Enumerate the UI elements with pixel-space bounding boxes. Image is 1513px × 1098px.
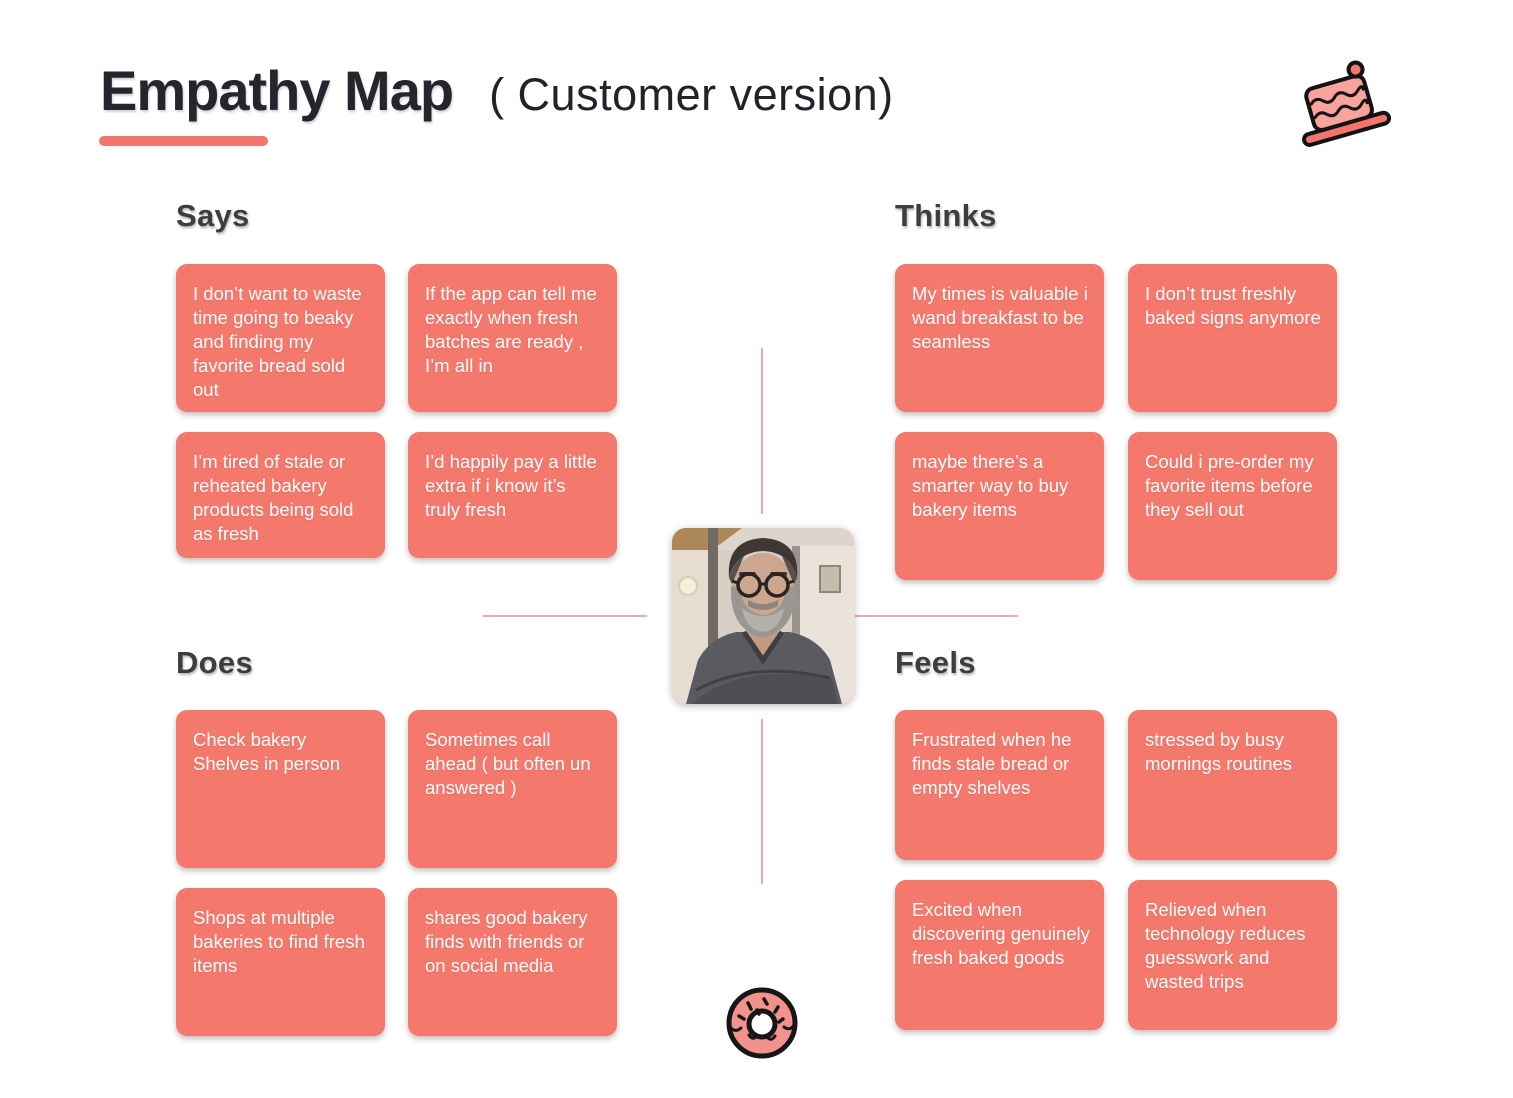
sticky-note-thinks-2: I don’t trust freshly baked signs anymor… xyxy=(1128,264,1337,412)
feels-card-grid: Frustrated when he finds stale bread or … xyxy=(895,710,1337,1030)
sticky-note-does-2: Sometimes call ahead ( but often un answ… xyxy=(408,710,617,868)
quadrant-heading-thinks: Thinks xyxy=(895,198,997,233)
title-underline xyxy=(99,136,268,146)
divider-line-bottom xyxy=(761,719,763,884)
divider-line-left xyxy=(483,615,647,617)
divider-line-top xyxy=(761,348,763,514)
sticky-note-feels-1: Frustrated when he finds stale bread or … xyxy=(895,710,1104,860)
sticky-note-does-1: Check bakery Shelves in person xyxy=(176,710,385,868)
sticky-note-says-1: I don’t want to waste time going to beak… xyxy=(176,264,385,412)
sticky-note-feels-3: Excited when discovering genuinely fresh… xyxy=(895,880,1104,1030)
quadrant-heading-says: Says xyxy=(176,198,250,233)
sticky-note-thinks-1: My times is valuable i wand breakfast to… xyxy=(895,264,1104,412)
quadrant-heading-does: Does xyxy=(176,645,254,680)
sticky-note-feels-2: stressed by busy mornings routines xyxy=(1128,710,1337,860)
divider-line-right xyxy=(855,615,1018,617)
sticky-note-says-2: If the app can tell me exactly when fres… xyxy=(408,264,617,412)
does-card-grid: Check bakery Shelves in person Sometimes… xyxy=(176,710,617,1036)
sticky-note-says-4: I’d happily pay a little extra if i know… xyxy=(408,432,617,558)
sticky-note-does-4: shares good bakery finds with friends or… xyxy=(408,888,617,1036)
sticky-note-thinks-4: Could i pre-order my favorite items befo… xyxy=(1128,432,1337,580)
says-card-grid: I don’t want to waste time going to beak… xyxy=(176,264,617,558)
cake-icon xyxy=(1290,58,1394,158)
persona-photo xyxy=(672,528,854,704)
sticky-note-feels-4: Relieved when technology reduces guesswo… xyxy=(1128,880,1337,1030)
thinks-card-grid: My times is valuable i wand breakfast to… xyxy=(895,264,1337,580)
quadrant-heading-feels: Feels xyxy=(895,645,976,680)
sticky-note-does-3: Shops at multiple bakeries to find fresh… xyxy=(176,888,385,1036)
page-title: Empathy Map xyxy=(100,59,454,122)
donut-icon xyxy=(722,983,802,1063)
header: Empathy Map ( Customer version) xyxy=(100,58,894,123)
sticky-note-says-3: I’m tired of stale or reheated bakery pr… xyxy=(176,432,385,558)
page-subtitle: ( Customer version) xyxy=(489,69,894,120)
sticky-note-thinks-3: maybe there’s a smarter way to buy baker… xyxy=(895,432,1104,580)
